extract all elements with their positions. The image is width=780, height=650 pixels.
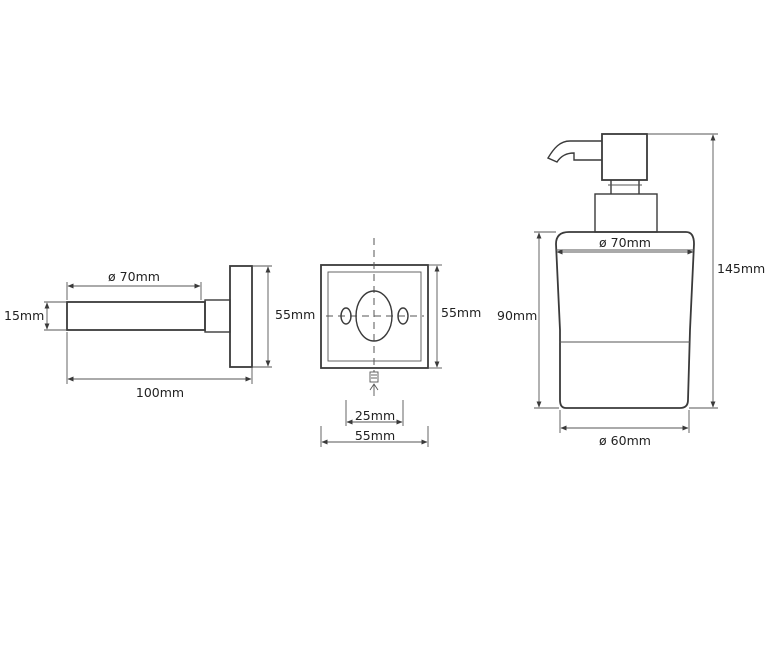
pump-spout	[546, 140, 602, 163]
screw-hole-left	[340, 307, 352, 325]
side-view: ø 70mm 15mm 100mm 55mm	[4, 265, 315, 400]
dispenser-view: ø 70mm 145mm 90mm ø 60mm	[497, 133, 765, 448]
plate-height-label: 55mm	[441, 305, 481, 320]
holder-rod	[66, 301, 206, 331]
side-plate-height-label: 55mm	[275, 307, 315, 322]
top-diameter-label: ø 70mm	[599, 235, 651, 250]
side-height-label: 15mm	[4, 308, 44, 323]
side-length-label: 100mm	[136, 385, 184, 400]
wall-plate-side	[229, 265, 253, 368]
side-diameter-label: ø 70mm	[108, 269, 160, 284]
pump-collar	[594, 193, 658, 233]
body-height-label: 90mm	[497, 308, 537, 323]
center-oval	[355, 290, 393, 342]
plate-width-label: 55mm	[355, 428, 395, 443]
holder-neck	[204, 299, 231, 333]
hole-spacing-label: 25mm	[355, 408, 395, 423]
bottle-body	[555, 231, 695, 409]
front-plate-view: 55mm 25mm 55mm	[320, 238, 481, 447]
total-height-label: 145mm	[717, 261, 765, 276]
set-screw	[369, 371, 379, 383]
screw-hole-right	[397, 307, 409, 325]
pump-head	[601, 133, 648, 181]
bottom-diameter-label: ø 60mm	[599, 433, 651, 448]
